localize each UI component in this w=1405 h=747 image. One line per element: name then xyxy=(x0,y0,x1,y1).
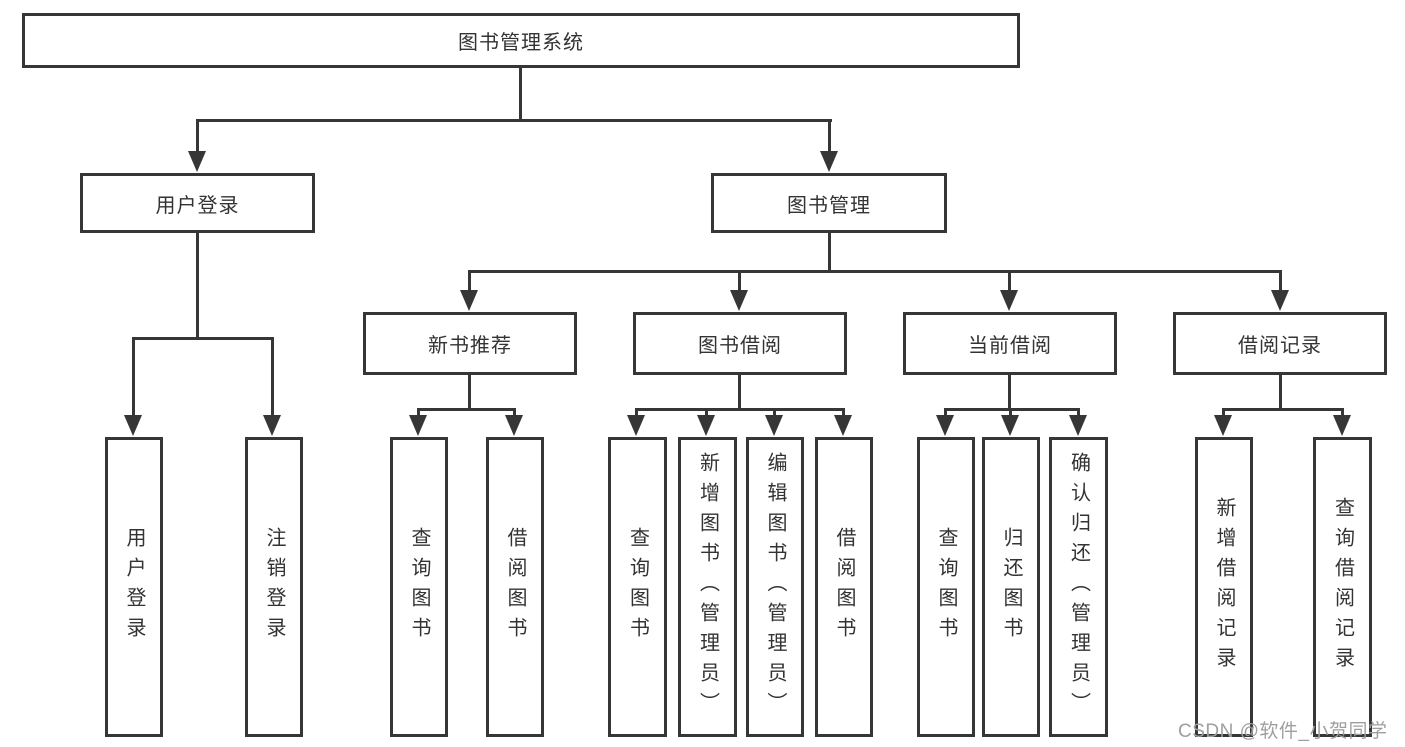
leaf-newbook-query: 查询图书 xyxy=(390,437,448,737)
leaf-user-login: 用户登录 xyxy=(105,437,163,737)
node-new-book-recommend-label: 新书推荐 xyxy=(428,335,512,357)
connector-newbook-leaf2-stem xyxy=(513,408,516,418)
connector-current-leaf3-stem xyxy=(1077,408,1080,418)
node-book-management-branch-label: 图书管理 xyxy=(787,194,871,217)
node-book-borrow: 图书借阅 xyxy=(633,312,847,375)
node-borrow-records-label: 借阅记录 xyxy=(1238,335,1322,357)
leaf-query-borrow-record-label: 查询借阅记录 xyxy=(1331,497,1354,677)
arrow-down-icon xyxy=(1214,415,1232,436)
arrow-down-icon xyxy=(730,290,748,311)
connector-records-leaf2-stem xyxy=(1341,408,1344,418)
arrow-down-icon xyxy=(697,415,715,436)
node-current-borrow: 当前借阅 xyxy=(903,312,1117,375)
arrow-down-icon xyxy=(409,415,427,436)
node-root-label: 图书管理系统 xyxy=(458,32,584,54)
connector-newbook-leaf1-stem xyxy=(417,408,420,418)
node-root: 图书管理系统 xyxy=(22,13,1020,68)
arrow-down-icon xyxy=(627,415,645,436)
arrow-down-icon xyxy=(263,415,281,436)
leaf-current-query-label: 查询图书 xyxy=(935,527,957,647)
leaf-logout-label: 注销登录 xyxy=(263,527,285,647)
node-borrow-records: 借阅记录 xyxy=(1173,312,1387,375)
connector-borrow-leaf4-stem xyxy=(842,408,845,418)
arrow-down-icon xyxy=(505,415,523,436)
connector-user-leaf1-stem xyxy=(132,337,135,417)
connector-l2-right-stem xyxy=(828,119,831,153)
leaf-borrow-edit-book: 编辑图书（管理员） xyxy=(746,437,804,737)
connector-borrow-leaf2-stem xyxy=(705,408,708,418)
node-user-login-branch-label: 用户登录 xyxy=(155,194,240,217)
connector-l3-stem-2 xyxy=(738,270,741,292)
connector-l3-stem-3 xyxy=(1008,270,1011,292)
connector-root-stem xyxy=(519,68,522,122)
leaf-newbook-borrow-label: 借阅图书 xyxy=(504,527,526,647)
arrow-down-icon xyxy=(936,415,954,436)
leaf-return-book: 归还图书 xyxy=(982,437,1040,737)
leaf-borrow-edit-book-label: 编辑图书（管理员） xyxy=(764,452,786,722)
connector-user-stem xyxy=(196,233,199,340)
leaf-borrow-query: 查询图书 xyxy=(608,437,667,737)
connector-newbook-bar xyxy=(417,408,516,411)
arrow-down-icon xyxy=(1001,415,1019,436)
connector-user-leaf2-stem xyxy=(271,337,274,417)
leaf-borrow-add-book-label: 新增图书（管理员） xyxy=(696,452,719,722)
csdn-watermark: CSDN @软件_小贺同学 xyxy=(1178,721,1388,742)
connector-current-leaf2-stem xyxy=(1009,408,1012,418)
arrow-down-icon xyxy=(460,290,478,311)
node-book-borrow-label: 图书借阅 xyxy=(698,335,782,357)
connector-bookmgmt-stem xyxy=(828,233,831,273)
connector-records-bar xyxy=(1222,408,1344,411)
arrow-down-icon xyxy=(124,415,142,436)
node-current-borrow-label: 当前借阅 xyxy=(968,335,1052,357)
arrow-down-icon xyxy=(820,151,838,172)
connector-l3-bar xyxy=(468,270,1282,273)
connector-borrow-stem xyxy=(738,375,741,411)
arrow-down-icon xyxy=(1000,290,1018,311)
connector-current-stem xyxy=(1008,375,1011,411)
arrow-down-icon xyxy=(188,151,206,172)
leaf-query-borrow-record: 查询借阅记录 xyxy=(1313,437,1372,737)
connector-l3-stem-4 xyxy=(1279,270,1282,292)
connector-l2-bar xyxy=(196,119,832,122)
leaf-user-login-label: 用户登录 xyxy=(123,527,145,647)
arrow-down-icon xyxy=(765,415,783,436)
arrow-down-icon xyxy=(834,415,852,436)
leaf-return-book-label: 归还图书 xyxy=(1000,527,1022,647)
leaf-add-borrow-record-label: 新增借阅记录 xyxy=(1213,497,1235,677)
leaf-current-query: 查询图书 xyxy=(917,437,975,737)
connector-borrow-bar xyxy=(635,408,845,411)
node-user-login-branch: 用户登录 xyxy=(80,173,315,233)
connector-user-bar xyxy=(132,337,274,340)
connector-borrow-leaf3-stem xyxy=(773,408,776,418)
connector-current-bar xyxy=(944,408,1080,411)
leaf-confirm-return: 确认归还（管理员） xyxy=(1049,437,1108,737)
node-book-management-branch: 图书管理 xyxy=(711,173,947,233)
connector-records-leaf1-stem xyxy=(1222,408,1225,418)
connector-l2-left-stem xyxy=(196,119,199,153)
arrow-down-icon xyxy=(1333,415,1351,436)
connector-borrow-leaf1-stem xyxy=(635,408,638,418)
node-new-book-recommend: 新书推荐 xyxy=(363,312,577,375)
leaf-borrow-book-label: 借阅图书 xyxy=(833,527,855,647)
connector-current-leaf1-stem xyxy=(944,408,947,418)
connector-records-stem xyxy=(1279,375,1282,411)
leaf-newbook-query-label: 查询图书 xyxy=(408,527,430,647)
arrow-down-icon xyxy=(1069,415,1087,436)
leaf-borrow-query-label: 查询图书 xyxy=(626,527,649,647)
arrow-down-icon xyxy=(1271,290,1289,311)
connector-newbook-stem xyxy=(468,375,471,411)
leaf-borrow-add-book: 新增图书（管理员） xyxy=(678,437,737,737)
connector-l3-stem-1 xyxy=(468,270,471,292)
leaf-borrow-book: 借阅图书 xyxy=(815,437,873,737)
leaf-confirm-return-label: 确认归还（管理员） xyxy=(1067,452,1090,722)
leaf-newbook-borrow: 借阅图书 xyxy=(486,437,544,737)
leaf-logout: 注销登录 xyxy=(245,437,303,737)
leaf-add-borrow-record: 新增借阅记录 xyxy=(1195,437,1253,737)
